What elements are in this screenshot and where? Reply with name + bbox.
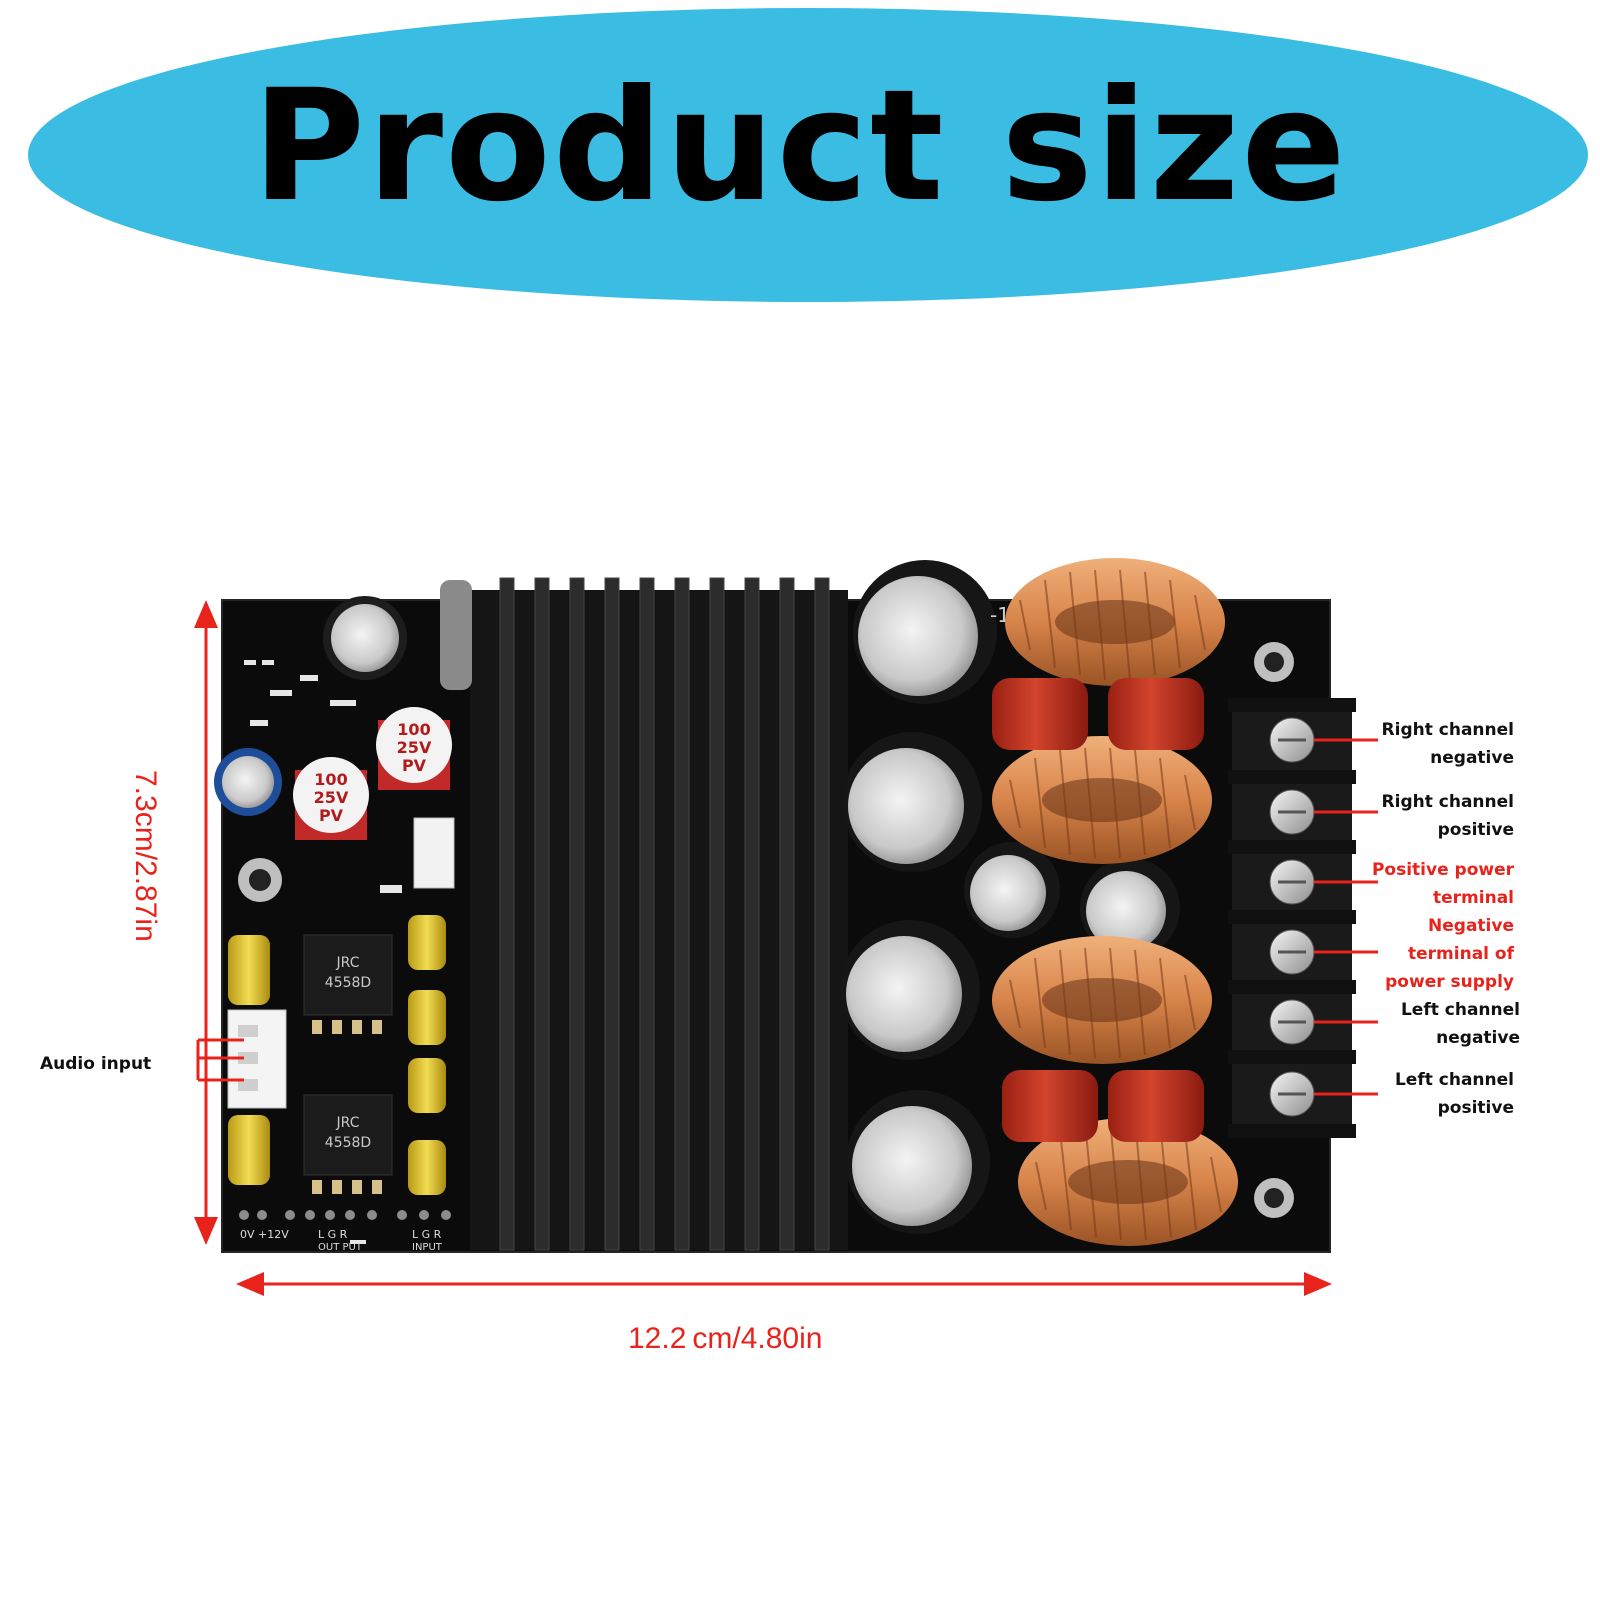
- chip1-brand: JRC: [336, 955, 360, 971]
- large-capacitors: [840, 560, 1180, 1234]
- inductors: [992, 558, 1238, 1246]
- right-negative-label-1: Right channel: [1381, 720, 1514, 740]
- left-positive-label-2: positive: [1437, 1098, 1514, 1118]
- pins-power-label: 0V +12V: [240, 1228, 289, 1241]
- negative-power-label-1: Negative: [1428, 916, 1514, 936]
- cap-label-a1: 100: [314, 770, 347, 789]
- header-pins: [239, 1210, 451, 1220]
- left-positive-label-1: Left channel: [1394, 1070, 1514, 1090]
- cap-label-b3: PV: [402, 756, 427, 775]
- chip2-brand: JRC: [336, 1115, 360, 1131]
- pins-output-title: OUT PUT: [318, 1242, 363, 1253]
- small-capacitors: [214, 596, 455, 889]
- right-positive-label-2: positive: [1437, 820, 1514, 840]
- inductor-windings: [1009, 569, 1222, 1241]
- negative-power-label-3: power supply: [1385, 972, 1514, 992]
- positive-power-label-1: Positive power: [1371, 860, 1514, 880]
- chip1-model: 4558D: [325, 975, 371, 991]
- pins-output-label: L G R: [318, 1228, 348, 1241]
- terminal-pointers: [1314, 738, 1378, 1096]
- positive-power-label-2: terminal: [1433, 888, 1514, 908]
- left-negative-label-1: Left channel: [1400, 1000, 1520, 1020]
- width-dimension-label: 12.2 cm/4.80in: [628, 1322, 823, 1355]
- terminal-block: [1228, 698, 1356, 1138]
- film-capacitors: [992, 678, 1204, 1142]
- cap-label-a2: 25V: [314, 788, 349, 807]
- right-negative-label-2: negative: [1430, 748, 1514, 768]
- negative-power-label-2: terminal of: [1408, 944, 1514, 964]
- yellow-capacitors: [228, 915, 446, 1195]
- pins-input-label: L G R: [412, 1228, 442, 1241]
- title-banner: [28, 8, 1588, 302]
- heatsink: [440, 577, 848, 1251]
- banner-title: Product size: [252, 57, 1348, 236]
- dimension-arrows: [194, 600, 1332, 1296]
- op-amp-chips: [303, 934, 393, 1194]
- audio-input-label: Audio input: [40, 1054, 152, 1074]
- cap-label-b2: 25V: [397, 738, 432, 757]
- chip2-model: 4558D: [325, 1135, 371, 1151]
- height-dimension-label: 7.3cm/2.87in: [129, 770, 162, 942]
- right-positive-label-1: Right channel: [1381, 792, 1514, 812]
- left-negative-label-2: negative: [1436, 1028, 1520, 1048]
- cap-label-b1: 100: [397, 720, 430, 739]
- cap-label-a3: PV: [319, 806, 344, 825]
- pins-input-title: INPUT: [412, 1242, 443, 1253]
